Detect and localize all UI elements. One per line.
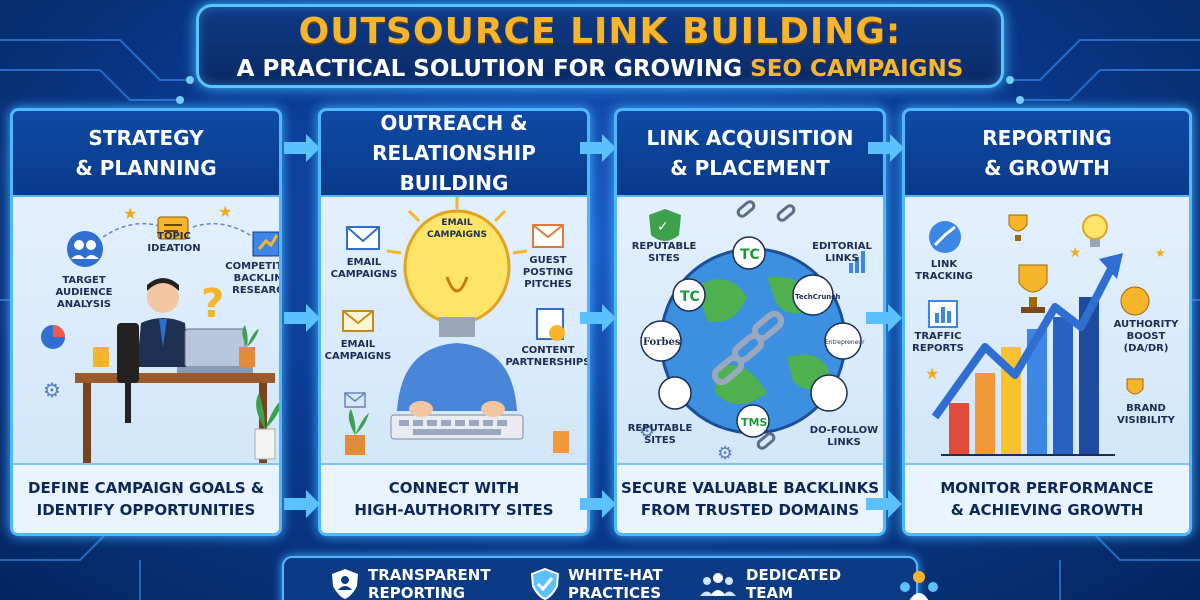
panel-outreach: OUTREACH & RELATIONSHIP BUILDING (318, 108, 590, 536)
logo-tc: TC (740, 247, 760, 263)
audience-icon (67, 231, 103, 267)
trophy-icon (1018, 264, 1048, 313)
outreach-illustration (342, 197, 569, 455)
arrow-right-icon (868, 134, 904, 162)
shield-check-icon (530, 568, 560, 600)
svg-text:⚙: ⚙ (43, 378, 61, 402)
panel-title-line: & PLANNING (75, 156, 217, 180)
arrow-right-icon (866, 304, 902, 332)
arrow-right-icon (866, 490, 902, 518)
svg-text:★: ★ (1069, 245, 1082, 261)
content-icon (536, 308, 565, 341)
svg-text:★: ★ (218, 202, 232, 221)
panel-footer: DEFINE CAMPAIGN GOALS & IDENTIFY OPPORTU… (13, 463, 279, 533)
panel-illustration: ✓ TC TC TechCrunch Forbes Entrepreneur T… (617, 197, 883, 464)
logo-techcrunch: TechCrunch (795, 293, 840, 301)
logo-tms: TMS (741, 416, 767, 429)
svg-text:⚙: ⚙ (639, 421, 655, 442)
shield-person-icon (332, 569, 358, 599)
panel-header: OUTREACH & RELATIONSHIP BUILDING (321, 111, 587, 197)
subtitle-accent: SEO CAMPAIGNS (750, 56, 964, 82)
panel-link-acquisition: LINK ACQUISITION & PLACEMENT ✓ (614, 108, 886, 536)
label-competitor-research: COMPETITORBACKLINKRESEARCH (225, 261, 282, 296)
arrow-right-icon (284, 490, 320, 518)
strategy-illustration: ★ ★ ? (41, 202, 279, 463)
panel-illustration: ★ ★ ? (13, 197, 279, 463)
panel-header: LINK ACQUISITION & PLACEMENT (617, 111, 883, 197)
panel-footer: CONNECT WITH HIGH-AUTHORITY SITES (321, 463, 587, 533)
topic-icon (157, 216, 189, 240)
team-icon (700, 573, 736, 596)
competitor-icon (252, 231, 279, 257)
panel-header: STRATEGY & PLANNING (13, 111, 279, 197)
svg-text:★: ★ (123, 204, 137, 223)
panel-footer: SECURE VALUABLE BACKLINKS FROM TRUSTED D… (617, 463, 883, 533)
globe-illustration: ✓ TC TC TechCrunch Forbes Entrepreneur T… (639, 200, 865, 464)
email-icon (342, 310, 374, 332)
svg-text:⚙: ⚙ (717, 443, 733, 464)
panel-strategy: STRATEGY & PLANNING (10, 108, 282, 536)
panel-title-line: STRATEGY (88, 126, 204, 150)
arrow-right-icon (284, 304, 320, 332)
svg-text:★: ★ (1155, 246, 1166, 260)
panel-footer: MONITOR PERFORMANCE & ACHIEVING GROWTH (905, 463, 1189, 533)
growth-chart-illustration: ★ ★ ★ (925, 214, 1166, 456)
arrow-right-icon (580, 490, 616, 518)
arrow-right-icon (284, 134, 320, 162)
guest-post-icon (532, 224, 564, 248)
team-network-icon (900, 571, 939, 600)
logo-tc-2: TC (680, 289, 700, 305)
subtitle-main: A PRACTICAL SOLUTION FOR GROWING (236, 56, 751, 82)
arrow-right-icon (580, 134, 616, 162)
email-icon (346, 226, 380, 250)
logo-entrepreneur: Entrepreneur (825, 339, 865, 346)
panel-reporting: REPORTING & GROWTH (902, 108, 1192, 536)
title-subtitle: A PRACTICAL SOLUTION FOR GROWING SEO CAM… (199, 56, 1001, 82)
svg-text:✓: ✓ (657, 219, 669, 235)
svg-text:?: ? (201, 281, 224, 327)
trophy-icon (1008, 214, 1028, 241)
svg-text:★: ★ (925, 364, 939, 383)
logo-forbes: Forbes (643, 337, 681, 348)
panel-header: REPORTING & GROWTH (905, 111, 1189, 197)
title-banner: OUTSOURCE LINK BUILDING: A PRACTICAL SOL… (196, 4, 1004, 88)
arrow-right-icon (580, 304, 616, 332)
title-main: OUTSOURCE LINK BUILDING: (298, 11, 902, 52)
